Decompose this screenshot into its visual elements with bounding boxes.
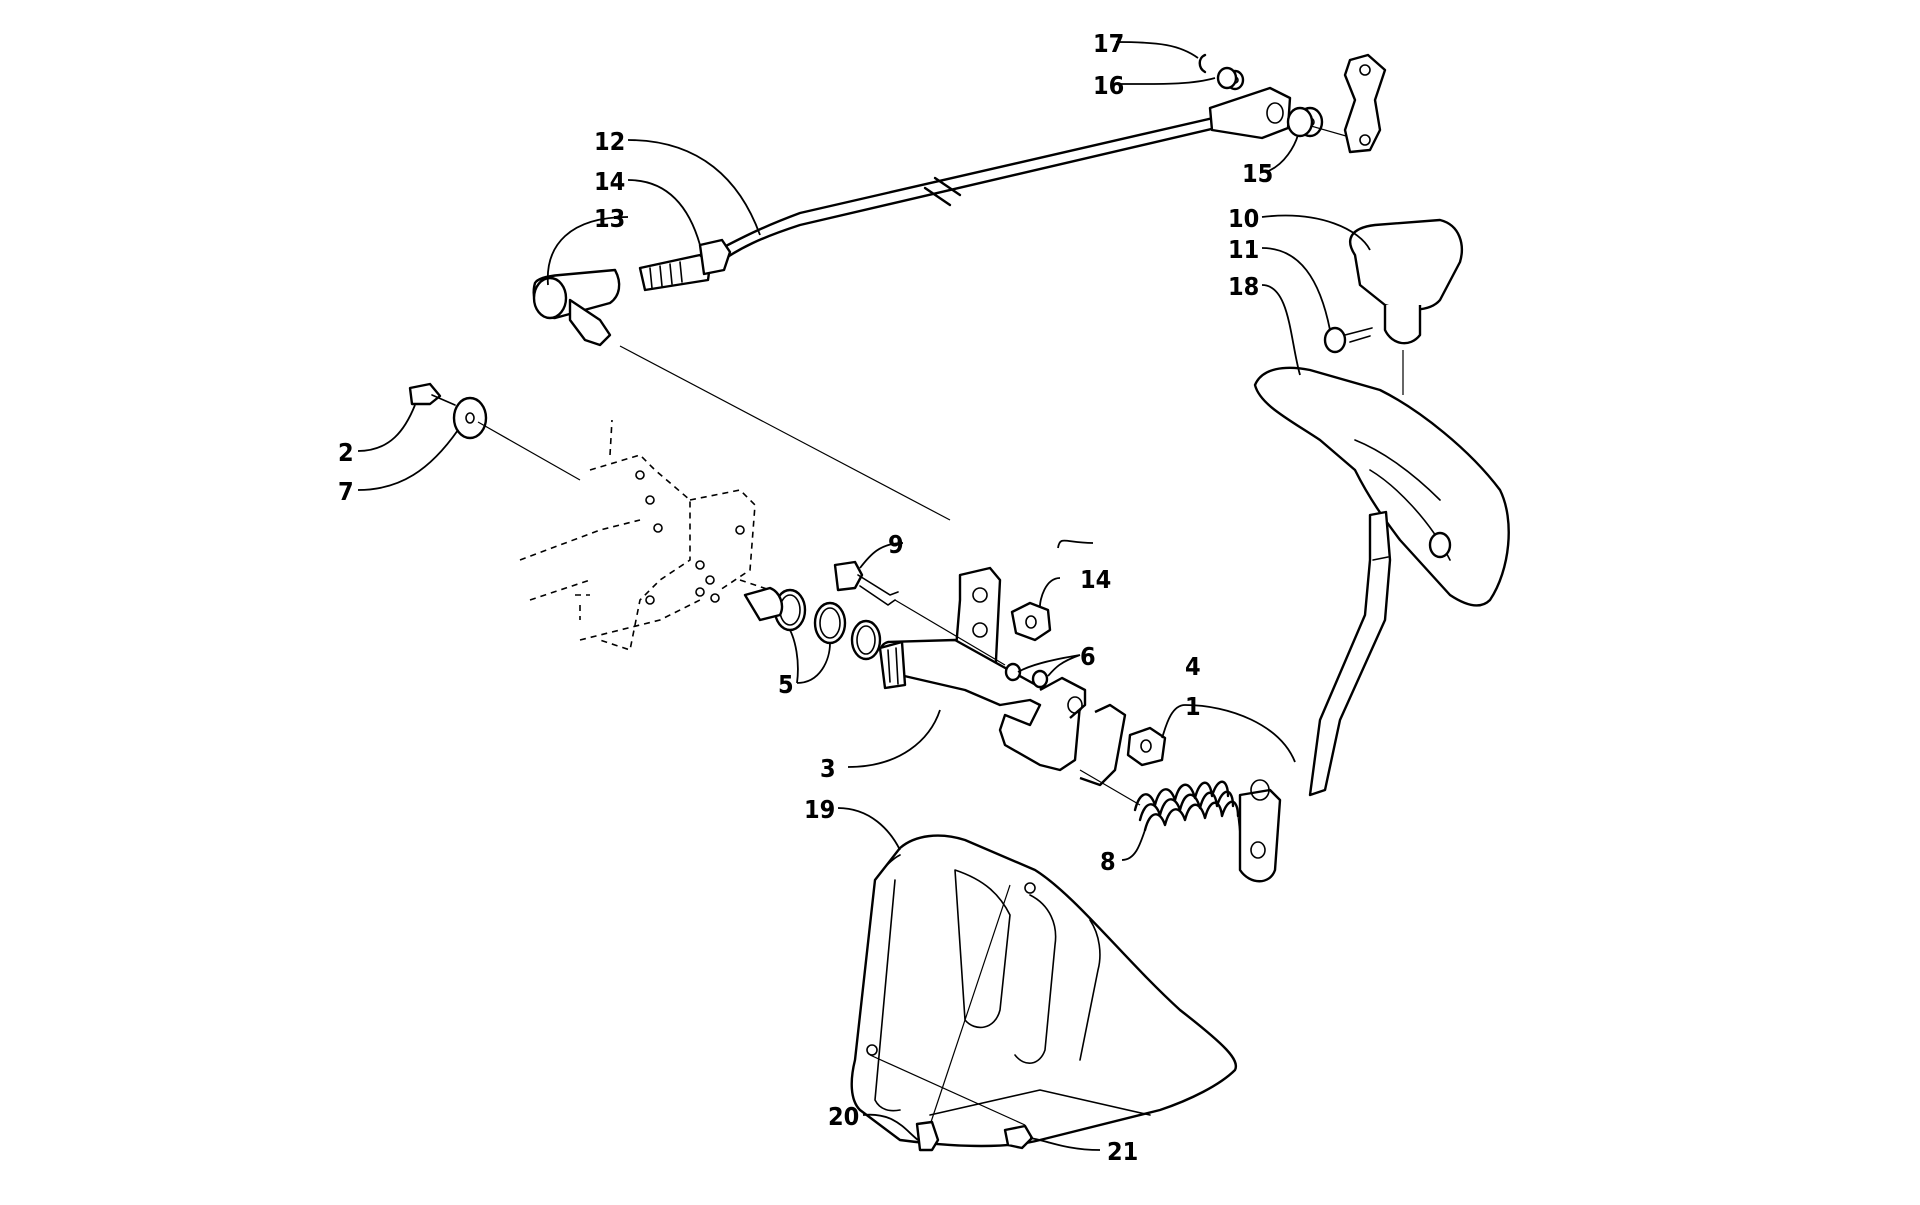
axis-line-bolt-9 xyxy=(894,599,1006,666)
bolt-part-2 xyxy=(408,382,456,406)
callout-5: 5 xyxy=(778,670,794,699)
cover-part-19 xyxy=(850,834,1238,1148)
callout-9: 9 xyxy=(888,530,904,559)
shift-knob-part-10 xyxy=(1349,218,1463,345)
callout-15: 15 xyxy=(1242,159,1273,188)
callout-21: 21 xyxy=(1107,1137,1138,1166)
callout-14-lower: 14 xyxy=(1080,565,1111,594)
washers-part-6 xyxy=(1004,662,1049,689)
screw-part-20 xyxy=(915,1120,940,1152)
jam-nut-part-14-top xyxy=(638,238,732,292)
shift-boot-part-18 xyxy=(1253,366,1510,607)
callout-labels: 17 16 15 12 14 13 10 11 18 2 7 14 9 6 4 … xyxy=(338,29,1273,1166)
callout-19: 19 xyxy=(804,795,835,824)
callout-16: 16 xyxy=(1093,71,1124,100)
nut-part-1 xyxy=(1126,726,1167,767)
nut-part-14-lower xyxy=(1010,601,1052,642)
shift-rod-part-12 xyxy=(718,86,1292,264)
callout-10: 10 xyxy=(1228,204,1259,233)
callout-4: 4 xyxy=(1185,652,1201,681)
callout-6: 6 xyxy=(1080,642,1096,671)
callout-11: 11 xyxy=(1228,235,1259,264)
callout-2: 2 xyxy=(338,438,354,467)
callout-18: 18 xyxy=(1228,272,1259,301)
clip-part-17 xyxy=(1198,53,1207,74)
axis-line-bolt xyxy=(477,421,581,481)
callout-3: 3 xyxy=(820,754,836,783)
callout-20: 20 xyxy=(828,1102,859,1131)
callout-1: 1 xyxy=(1185,692,1201,721)
callout-17: 17 xyxy=(1093,29,1124,58)
pivot-arm-part-3 xyxy=(878,566,1127,787)
callout-12: 12 xyxy=(594,127,625,156)
washer-part-7 xyxy=(452,396,488,440)
bolt-part-9 xyxy=(833,560,899,606)
spring-part-8 xyxy=(1133,780,1241,836)
shift-lever-part-4 xyxy=(1238,510,1392,883)
set-screw-part-11 xyxy=(1323,326,1373,354)
washer-part-16 xyxy=(1216,66,1238,90)
break-mark xyxy=(923,176,962,207)
axis-line-screw-21 xyxy=(869,1054,1026,1126)
o-rings-part-5 xyxy=(743,586,882,661)
frame-bracket xyxy=(519,419,771,652)
callout-14-top: 14 xyxy=(594,167,625,196)
callout-7: 7 xyxy=(338,477,354,506)
leader-lines xyxy=(357,41,1371,1151)
axis-line-screw-20 xyxy=(929,884,1011,1126)
ball-joint-part-13 xyxy=(532,268,621,347)
callout-8: 8 xyxy=(1100,847,1116,876)
washer-part-15 xyxy=(1286,106,1314,138)
axis-line-spring xyxy=(1079,769,1141,806)
callout-13: 13 xyxy=(594,204,625,233)
axis-line-ball-joint xyxy=(619,345,951,521)
screw-part-21 xyxy=(1003,1124,1034,1150)
